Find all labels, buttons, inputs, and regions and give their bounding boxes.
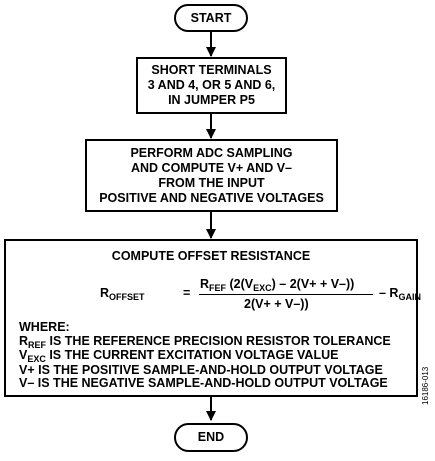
figure-id: 16186-013 [421,366,430,405]
step2-line-4: POSITIVE AND NEGATIVE VOLTAGES [99,190,324,205]
step1-line-3: IN JUMPER P5 [168,93,255,107]
formula-minus-gain: – RGAIN [379,286,421,302]
where-line-vplus: V+ IS THE POSITIVE SAMPLE-AND-HOLD OUTPU… [19,362,383,377]
formula-lhs: ROFFSET [100,286,145,302]
where-line-vminus: V– IS THE NEGATIVE SAMPLE-AND-HOLD OUTPU… [19,376,388,391]
step-compute-offset: COMPUTE OFFSET RESISTANCE ROFFSET = RFEF… [4,239,421,397]
fraction-bar [199,294,373,295]
offset-formula: ROFFSET = RFEF (2(VEXC) – 2(V+ + V–)) 2(… [100,277,421,311]
step2-line-1: PERFORM ADC SAMPLING [130,145,293,160]
step3-title: COMPUTE OFFSET RESISTANCE [111,249,311,263]
end-label: END [197,430,225,444]
step-short-terminals: SHORT TERMINALS 3 AND 4, OR 5 AND 6, IN … [136,57,287,114]
step2-line-3: FROM THE INPUT [158,175,265,190]
formula-equals: = [183,286,191,300]
step1-line-2: 3 AND 4, OR 5 AND 6, [147,78,276,92]
step2-line-2: AND COMPUTE V+ AND V– [130,160,293,175]
end-terminal: END [174,423,248,452]
where-block: WHERE: RREF IS THE REFERENCE PRECISION R… [19,320,391,391]
where-line-vexc: VEXC IS THE CURRENT EXCITATION VOLTAGE V… [19,348,339,365]
formula-denominator: 2(V+ + V–)) [244,297,309,311]
where-label: WHERE: [19,320,70,334]
step1-line-1: SHORT TERMINALS [151,63,272,77]
start-label: START [190,10,232,25]
step-adc-sampling: PERFORM ADC SAMPLING AND COMPUTE V+ AND … [85,139,338,212]
start-terminal: START [174,4,248,32]
where-line-rref: RREF IS THE REFERENCE PRECISION RESISTOR… [19,333,391,350]
formula-numerator: RFEF (2(VEXC) – 2(V+ + V–)) [200,277,355,293]
